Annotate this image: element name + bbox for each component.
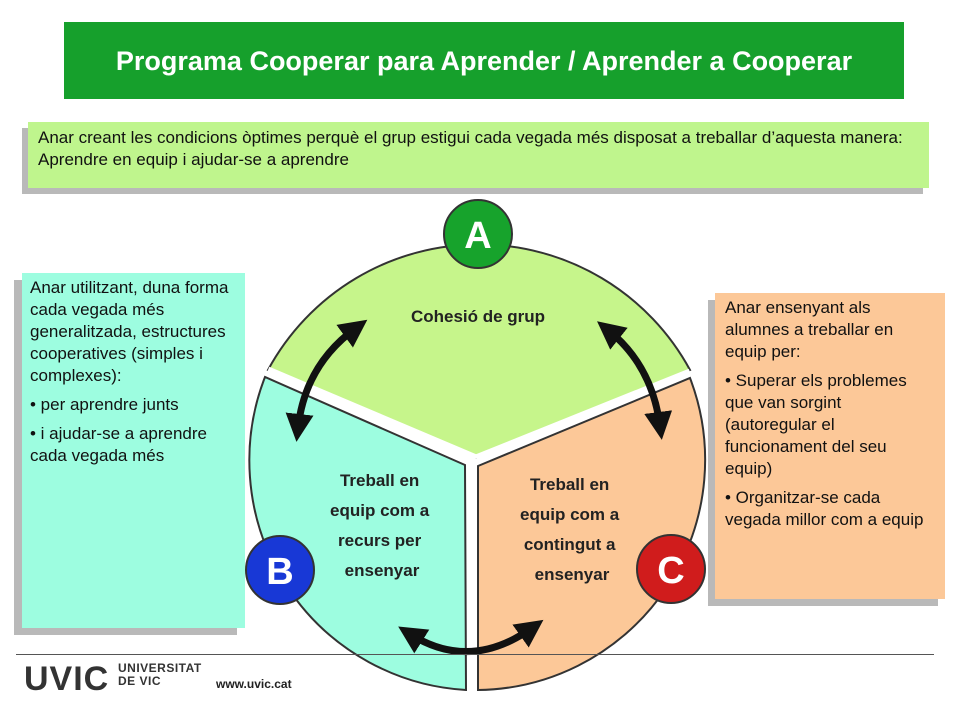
title-banner: Programa Cooperar para Aprender / Aprend… [64, 22, 904, 99]
badge-a [443, 199, 513, 269]
segment-b-line-2: equip com a [330, 501, 430, 520]
arrow-b-c [398, 619, 544, 655]
badge-a-letter: A [464, 215, 491, 257]
teaching-bullet-2: • Organitzar-se cada vegada millor com a… [725, 488, 924, 529]
segment-b-line-3: recurs per [338, 531, 422, 550]
structures-box: Anar utilitzant, duna forma cada vegada … [22, 273, 245, 628]
website-url[interactable]: www.uvic.cat [216, 677, 292, 691]
svg-text:Treball en equip com a: Treball en equip com a contingut a ensen… [520, 475, 624, 584]
uvic-logo-line-2: DE VIC [118, 674, 162, 688]
segment-a-label: Cohesió de grup [411, 307, 545, 326]
segment-b-line-1: Treball en [340, 471, 419, 490]
segment-b-line-4: ensenyar [345, 561, 420, 580]
structures-bullet-1: • per aprendre junts [30, 395, 179, 414]
conditions-text: Anar creant les condicions òptimes perqu… [38, 128, 903, 169]
segment-c-line-1: Treball en [530, 475, 609, 494]
badge-b-letter: B [266, 551, 293, 593]
conditions-box: Anar creant les condicions òptimes perqu… [28, 122, 929, 188]
structures-intro: Anar utilitzant, duna forma cada vegada … [30, 278, 229, 385]
arrow-a-b [285, 319, 368, 442]
teaching-box: Anar ensenyant als alumnes a treballar e… [715, 293, 945, 599]
badge-b [245, 535, 315, 605]
badge-c [636, 534, 706, 604]
segment-c-line-4: ensenyar [535, 565, 610, 584]
structures-bullet-2: • i ajudar-se a aprendre cada vegada més [30, 424, 207, 465]
svg-text:Treball en equip com a: Treball en equip com a recurs per enseny… [330, 471, 434, 580]
badge-c-letter: C [657, 550, 684, 592]
uvic-logo: UVIC [24, 660, 110, 698]
teaching-bullet-1: • Superar els problemes que van sorgint … [725, 371, 907, 478]
teaching-intro: Anar ensenyant als alumnes a treballar e… [725, 298, 894, 361]
uvic-logo-subtitle: UNIVERSITAT DE VIC [118, 662, 202, 688]
segment-c-line-2: equip com a [520, 505, 620, 524]
footer-divider [16, 654, 934, 655]
segment-c-line-3: contingut a [524, 535, 616, 554]
uvic-logo-line-1: UNIVERSITAT [118, 661, 202, 675]
arrow-a-c [597, 321, 673, 440]
page-title: Programa Cooperar para Aprender / Aprend… [115, 45, 853, 76]
